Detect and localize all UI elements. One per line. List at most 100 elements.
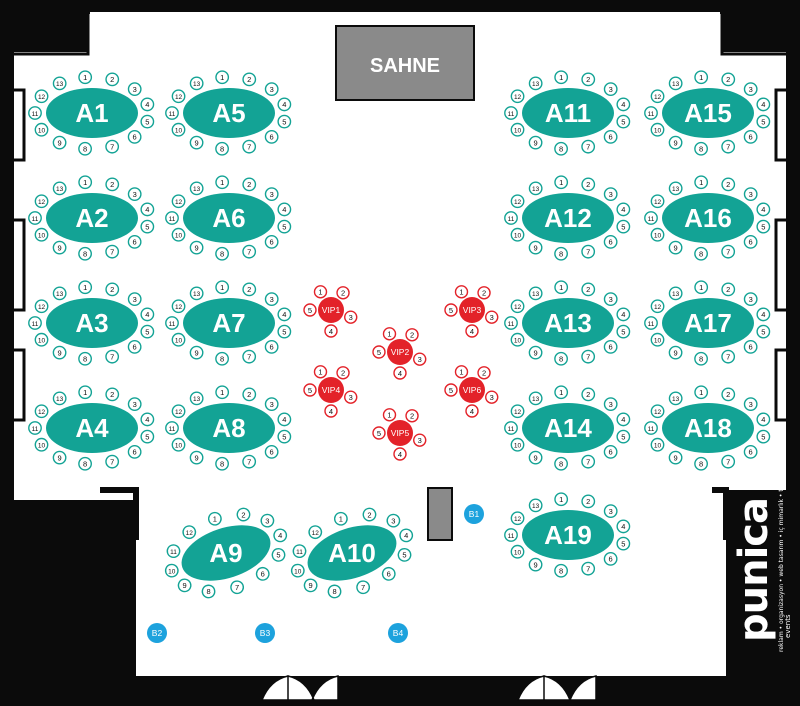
- seat[interactable]: 6: [743, 129, 758, 144]
- seat[interactable]: 8: [694, 351, 708, 366]
- vip-seat[interactable]: 5: [444, 383, 458, 397]
- seat[interactable]: 8: [78, 351, 92, 366]
- seat[interactable]: 5: [616, 114, 631, 129]
- seat[interactable]: 5: [140, 114, 155, 129]
- seat[interactable]: 13: [528, 76, 543, 91]
- seat[interactable]: 6: [743, 444, 758, 459]
- seat[interactable]: 5: [616, 219, 631, 234]
- seat[interactable]: 11: [165, 106, 179, 120]
- vip-seat[interactable]: 4: [465, 324, 479, 338]
- seat[interactable]: 4: [756, 97, 771, 112]
- seat[interactable]: 12: [181, 524, 197, 540]
- seat[interactable]: 12: [510, 511, 525, 526]
- seat[interactable]: 9: [668, 135, 683, 150]
- seat[interactable]: 7: [581, 244, 596, 259]
- seat[interactable]: 4: [140, 307, 155, 322]
- seat[interactable]: 12: [34, 404, 49, 419]
- seat[interactable]: 6: [264, 234, 279, 249]
- seat[interactable]: 9: [189, 240, 204, 255]
- seat[interactable]: 13: [668, 76, 683, 91]
- vip-seat[interactable]: 3: [485, 390, 499, 404]
- seat[interactable]: 5: [756, 114, 771, 129]
- seat[interactable]: 5: [397, 547, 413, 563]
- seat[interactable]: 11: [504, 106, 518, 120]
- seat[interactable]: 1: [78, 385, 93, 400]
- seat[interactable]: 4: [277, 307, 292, 322]
- seat[interactable]: 11: [165, 421, 179, 435]
- seat[interactable]: 2: [236, 507, 252, 523]
- vip-seat[interactable]: 2: [405, 328, 419, 342]
- seat[interactable]: 11: [28, 421, 42, 435]
- seat[interactable]: 2: [105, 387, 120, 402]
- seat[interactable]: 12: [650, 404, 665, 419]
- vip-seat[interactable]: 5: [372, 345, 386, 359]
- seat[interactable]: 7: [355, 579, 371, 595]
- seat[interactable]: 3: [603, 397, 618, 412]
- seat[interactable]: 10: [171, 437, 186, 452]
- seat[interactable]: 2: [581, 177, 596, 192]
- seat[interactable]: 8: [215, 246, 229, 261]
- seat[interactable]: 12: [510, 89, 525, 104]
- vip-seat[interactable]: 3: [344, 310, 358, 324]
- seat[interactable]: 13: [528, 391, 543, 406]
- seat[interactable]: 6: [127, 444, 142, 459]
- seat[interactable]: 6: [603, 551, 618, 566]
- seat[interactable]: 3: [743, 397, 758, 412]
- seat[interactable]: 5: [277, 114, 292, 129]
- vip-seat[interactable]: 5: [303, 303, 317, 317]
- seat[interactable]: 1: [215, 385, 230, 400]
- seat[interactable]: 9: [177, 578, 193, 594]
- seat[interactable]: 13: [528, 498, 543, 513]
- vip-seat[interactable]: 1: [313, 365, 328, 379]
- seat[interactable]: 12: [650, 89, 665, 104]
- seat[interactable]: 11: [644, 316, 658, 330]
- seat[interactable]: 12: [171, 299, 186, 314]
- seat[interactable]: 1: [333, 511, 349, 527]
- seat[interactable]: 6: [127, 234, 142, 249]
- seat[interactable]: 3: [127, 292, 142, 307]
- seat[interactable]: 1: [554, 70, 569, 85]
- vip-seat[interactable]: 4: [324, 324, 338, 338]
- seat[interactable]: 12: [34, 194, 49, 209]
- seat[interactable]: 5: [616, 429, 631, 444]
- seat[interactable]: 9: [52, 345, 67, 360]
- vip-seat[interactable]: 2: [336, 286, 350, 300]
- seat[interactable]: 1: [554, 175, 569, 190]
- seat[interactable]: 13: [52, 76, 67, 91]
- seat[interactable]: 9: [303, 578, 319, 594]
- seat[interactable]: 8: [694, 246, 708, 261]
- seat[interactable]: 3: [260, 513, 276, 529]
- seat[interactable]: 3: [603, 82, 618, 97]
- seat[interactable]: 8: [201, 584, 217, 600]
- seat[interactable]: 5: [756, 429, 771, 444]
- seat[interactable]: 5: [756, 324, 771, 339]
- seat[interactable]: 6: [264, 129, 279, 144]
- vip-seat[interactable]: 3: [413, 433, 427, 447]
- seat[interactable]: 4: [272, 528, 288, 544]
- vip-seat[interactable]: 5: [372, 426, 386, 440]
- seat[interactable]: 12: [650, 194, 665, 209]
- seat[interactable]: 7: [242, 139, 257, 154]
- vip-seat[interactable]: 2: [477, 366, 491, 380]
- seat[interactable]: 3: [603, 504, 618, 519]
- seat[interactable]: 4: [277, 202, 292, 217]
- seat[interactable]: 9: [189, 135, 204, 150]
- seat[interactable]: 10: [650, 227, 665, 242]
- seat[interactable]: 9: [52, 135, 67, 150]
- seat[interactable]: 2: [581, 387, 596, 402]
- seat[interactable]: 3: [743, 187, 758, 202]
- vip-seat[interactable]: 4: [393, 447, 407, 461]
- seat[interactable]: 4: [756, 307, 771, 322]
- seat[interactable]: 11: [504, 211, 518, 225]
- seat[interactable]: 8: [78, 141, 92, 156]
- seat[interactable]: 4: [616, 412, 631, 427]
